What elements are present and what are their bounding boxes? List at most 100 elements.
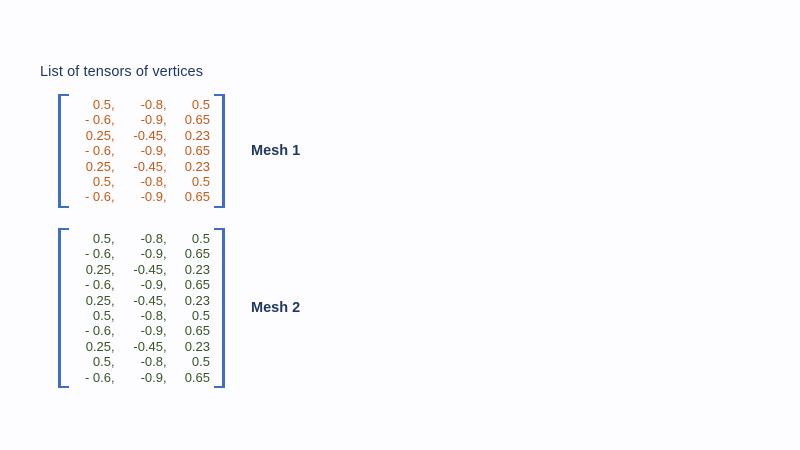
cell-separator: ,: [163, 231, 167, 246]
matrix-cell: 0.25: [85, 261, 111, 277]
cell-separator: ,: [111, 158, 115, 174]
cell-separator: ,: [111, 189, 115, 205]
cell-separator: ,: [111, 127, 115, 143]
matrix-cell: -0.9: [140, 143, 163, 159]
matrix-row: 0.25,-0.45,0.23: [73, 262, 210, 277]
matrix-cell: 0.65: [184, 112, 210, 128]
mesh-label-2: Mesh 2: [251, 300, 301, 317]
matrix-cell: - 0.6: [84, 277, 111, 293]
matrix-row: - 0.6,-0.9,0.65: [73, 143, 210, 158]
matrix-cell: 0.65: [184, 246, 210, 262]
matrix-cell: -0.9: [140, 189, 163, 205]
cell-separator: ,: [111, 338, 115, 354]
matrix-row: - 0.6,-0.9,0.65: [73, 112, 210, 127]
cell-separator: ,: [163, 189, 167, 205]
bracket-left-icon: [58, 228, 69, 389]
matrix-cell: - 0.6: [84, 323, 111, 339]
matrix-cell: -0.9: [140, 369, 163, 385]
matrix-row: - 0.6,-0.9,0.65: [73, 246, 210, 261]
cell-separator: ,: [163, 174, 167, 190]
cell-separator: ,: [163, 246, 167, 262]
cell-separator: ,: [111, 354, 115, 370]
cell-separator: ,: [163, 112, 167, 128]
cell-separator: ,: [111, 292, 115, 308]
cell-separator: ,: [111, 246, 115, 262]
matrix-cell: 0.5: [92, 174, 111, 190]
cell-separator: ,: [111, 369, 115, 385]
cell-separator: ,: [111, 308, 115, 324]
matrix-cell: -0.8: [140, 354, 163, 370]
matrix-cell: -0.45: [133, 338, 163, 354]
matrix-cell: 0.65: [184, 277, 210, 293]
matrix-row: 0.25,-0.45,0.23: [73, 293, 210, 308]
matrix-cell: 0.23: [184, 261, 210, 277]
matrix-row: - 0.6,-0.9,0.65: [73, 277, 210, 292]
matrix-cell: 0.25: [85, 158, 111, 174]
matrix-cell: - 0.6: [84, 246, 111, 262]
matrix-row: 0.25,-0.45,0.23: [73, 128, 210, 143]
matrix-cell: 0.65: [184, 189, 210, 205]
cell-separator: ,: [163, 143, 167, 159]
bracket-right-icon: [214, 94, 225, 208]
cell-separator: ,: [111, 174, 115, 190]
matrix-cell: -0.9: [140, 112, 163, 128]
matrix-cell: 0.5: [191, 231, 210, 246]
matrix-cell: 0.65: [184, 369, 210, 385]
matrix-cell: -0.9: [140, 277, 163, 293]
cell-separator: ,: [163, 97, 167, 112]
matrix-cell: 0.25: [85, 292, 111, 308]
matrix-cell: -0.45: [133, 158, 163, 174]
cell-separator: ,: [163, 369, 167, 385]
cell-separator: ,: [163, 127, 167, 143]
cell-separator: ,: [111, 97, 115, 112]
cell-separator: ,: [111, 231, 115, 246]
cell-separator: ,: [163, 338, 167, 354]
matrix-cell: 0.25: [85, 338, 111, 354]
matrix-cell: -0.8: [140, 97, 163, 112]
matrix-row: 0.5,-0.8,0.5: [73, 354, 210, 369]
matrix-cell: -0.9: [140, 323, 163, 339]
matrix-row: 0.5,-0.8,0.5: [73, 308, 210, 323]
cell-separator: ,: [163, 292, 167, 308]
cell-separator: ,: [163, 277, 167, 293]
matrix-cell: 0.23: [184, 338, 210, 354]
matrix-row: 0.5,-0.8,0.5: [73, 174, 210, 189]
cell-separator: ,: [111, 143, 115, 159]
matrix-row: - 0.6,-0.9,0.65: [73, 189, 210, 204]
matrix-cell: - 0.6: [84, 369, 111, 385]
matrix-cell: 0.5: [191, 97, 210, 112]
matrix-cell: -0.9: [140, 246, 163, 262]
matrix-cell: - 0.6: [84, 112, 111, 128]
matrix-cell: 0.5: [191, 354, 210, 370]
cell-separator: ,: [163, 308, 167, 324]
matrix-cell: - 0.6: [84, 143, 111, 159]
matrix-row: - 0.6,-0.9,0.65: [73, 323, 210, 338]
cell-separator: ,: [111, 277, 115, 293]
cell-separator: ,: [163, 354, 167, 370]
matrix-cell: 0.5: [92, 97, 111, 112]
matrix-cell: 0.25: [85, 127, 111, 143]
cell-separator: ,: [111, 323, 115, 339]
matrix-row: 0.5,-0.8,0.5: [73, 231, 210, 246]
page-title: List of tensors of vertices: [40, 64, 204, 80]
cell-separator: ,: [111, 261, 115, 277]
matrix-cell: -0.45: [133, 127, 163, 143]
matrix-row: 0.25,-0.45,0.23: [73, 339, 210, 354]
matrix-cell: -0.45: [133, 292, 163, 308]
matrix-cell: -0.8: [140, 308, 163, 324]
matrix-cell: -0.8: [140, 231, 163, 246]
matrix-row: 0.5,-0.8,0.5: [73, 97, 210, 112]
matrix-cell: 0.23: [184, 158, 210, 174]
matrix-cell: 0.5: [92, 354, 111, 370]
cell-separator: ,: [111, 112, 115, 128]
matrix-cell: 0.65: [184, 323, 210, 339]
matrix-cell: 0.5: [191, 174, 210, 190]
cell-separator: ,: [163, 261, 167, 277]
